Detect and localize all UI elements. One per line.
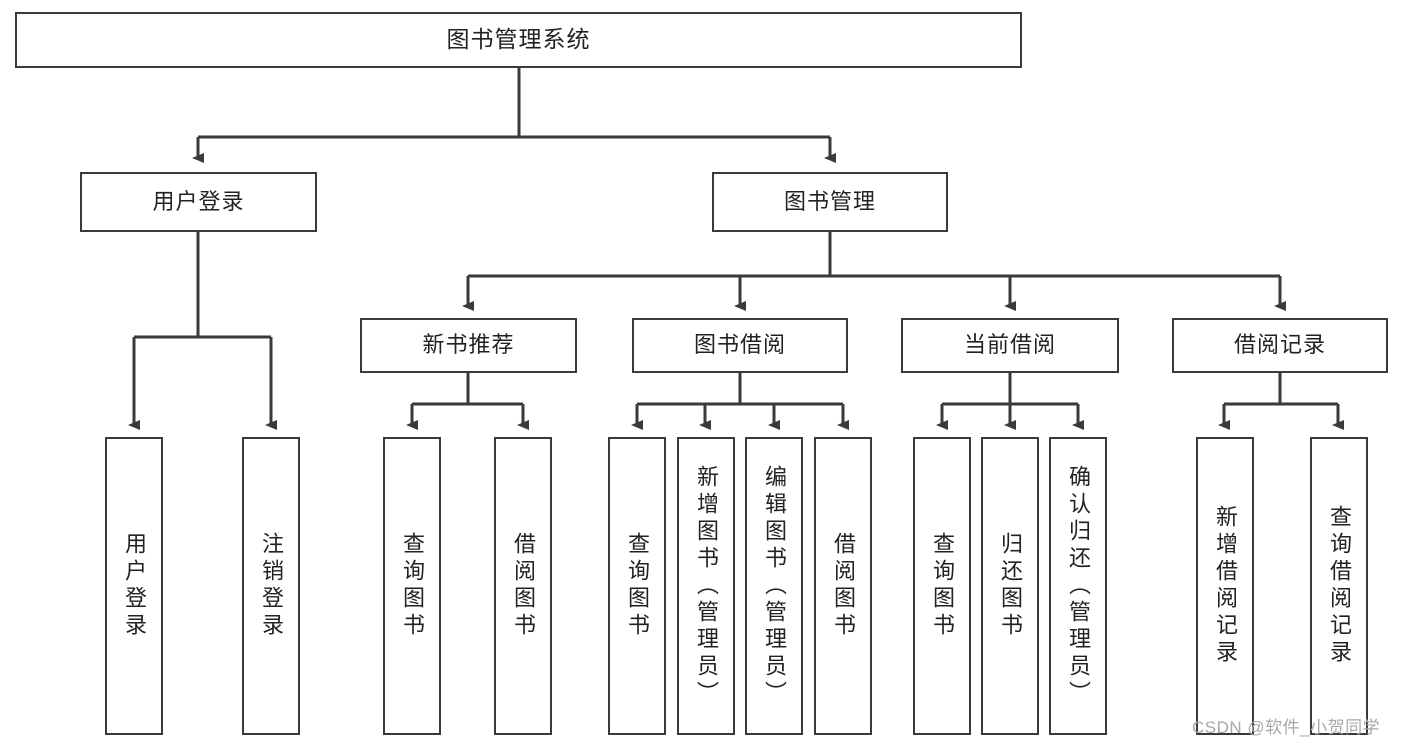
node-user-login[interactable]: 用户登录 [80, 172, 317, 232]
leaf-user-login-login[interactable]: 用户登录 [105, 437, 163, 735]
node-new-book-recommend[interactable]: 新书推荐 [360, 318, 577, 373]
node-label: 查询图书 [930, 532, 955, 640]
node-label: 图书借阅 [693, 332, 786, 358]
csdn-watermark: CSDN @软件_小贺同学 [1192, 718, 1381, 737]
node-label: 查询图书 [400, 532, 425, 640]
node-label: 借阅图书 [831, 532, 856, 640]
node-book-management[interactable]: 图书管理 [712, 172, 948, 232]
node-label: 图书管理 [783, 188, 876, 214]
node-label: 图书管理系统 [446, 26, 591, 53]
node-borrow-records[interactable]: 借阅记录 [1172, 318, 1388, 373]
node-label: 用户登录 [152, 188, 245, 214]
leaf-recommend-borrow-book[interactable]: 借阅图书 [494, 437, 552, 735]
node-label: 当前借阅 [963, 332, 1056, 358]
node-label: 借阅图书 [511, 532, 536, 640]
leaf-borrow-borrow-book[interactable]: 借阅图书 [814, 437, 872, 735]
leaf-borrow-query-book[interactable]: 查询图书 [608, 437, 666, 735]
node-label: 注销登录 [259, 532, 284, 640]
leaf-recommend-query-book[interactable]: 查询图书 [383, 437, 441, 735]
leaf-current-query-book[interactable]: 查询图书 [913, 437, 971, 735]
node-current-borrow[interactable]: 当前借阅 [901, 318, 1119, 373]
leaf-records-add-record[interactable]: 新增借阅记录 [1196, 437, 1254, 735]
node-book-borrow[interactable]: 图书借阅 [632, 318, 848, 373]
node-label: 编辑图书（管理员） [762, 464, 787, 708]
leaf-records-query-record[interactable]: 查询借阅记录 [1310, 437, 1368, 735]
node-label: 查询图书 [625, 532, 650, 640]
node-label: 用户登录 [122, 532, 147, 640]
node-label: 借阅记录 [1233, 332, 1326, 358]
node-label: 确认归还（管理员） [1066, 464, 1091, 708]
leaf-borrow-edit-book-admin[interactable]: 编辑图书（管理员） [745, 437, 803, 735]
leaf-current-confirm-return-admin[interactable]: 确认归还（管理员） [1049, 437, 1107, 735]
node-label: 新增图书（管理员） [694, 464, 719, 708]
leaf-current-return-book[interactable]: 归还图书 [981, 437, 1039, 735]
node-label: 新增借阅记录 [1213, 505, 1238, 667]
node-root-system[interactable]: 图书管理系统 [15, 12, 1022, 68]
node-label: 归还图书 [998, 532, 1023, 640]
node-label: 查询借阅记录 [1327, 505, 1352, 667]
leaf-borrow-add-book-admin[interactable]: 新增图书（管理员） [677, 437, 735, 735]
leaf-user-login-logout[interactable]: 注销登录 [242, 437, 300, 735]
node-label: 新书推荐 [422, 332, 515, 358]
